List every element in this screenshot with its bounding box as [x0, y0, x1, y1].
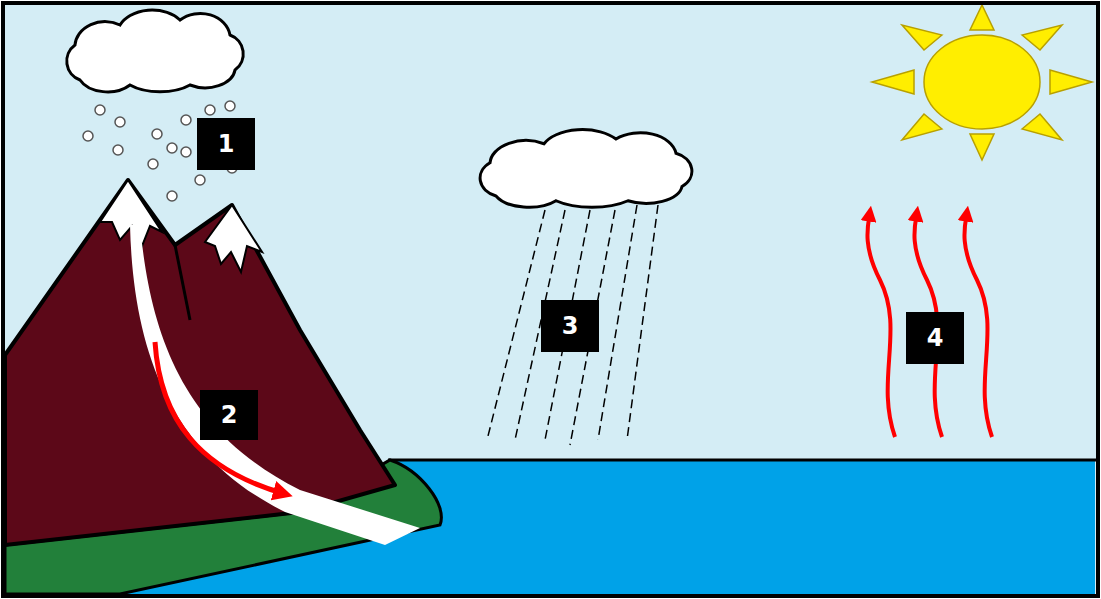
- callout-number: 3: [541, 300, 599, 352]
- runoff-arrow: [155, 342, 285, 494]
- evaporation-arrows: [867, 212, 992, 437]
- sun: [872, 5, 1092, 160]
- cloud: [67, 10, 243, 92]
- sky: [3, 3, 1098, 596]
- rain: [487, 205, 658, 445]
- sea-line: [388, 459, 1097, 462]
- callout-number: 4: [906, 312, 964, 364]
- callout-number: 1: [197, 118, 255, 170]
- cloud: [480, 130, 692, 208]
- mountains: [5, 180, 395, 545]
- frame: [3, 3, 1098, 596]
- river: [130, 225, 420, 545]
- callout-number: 2: [200, 390, 258, 440]
- snow-cap: [205, 205, 262, 272]
- ridge-line: [175, 245, 190, 320]
